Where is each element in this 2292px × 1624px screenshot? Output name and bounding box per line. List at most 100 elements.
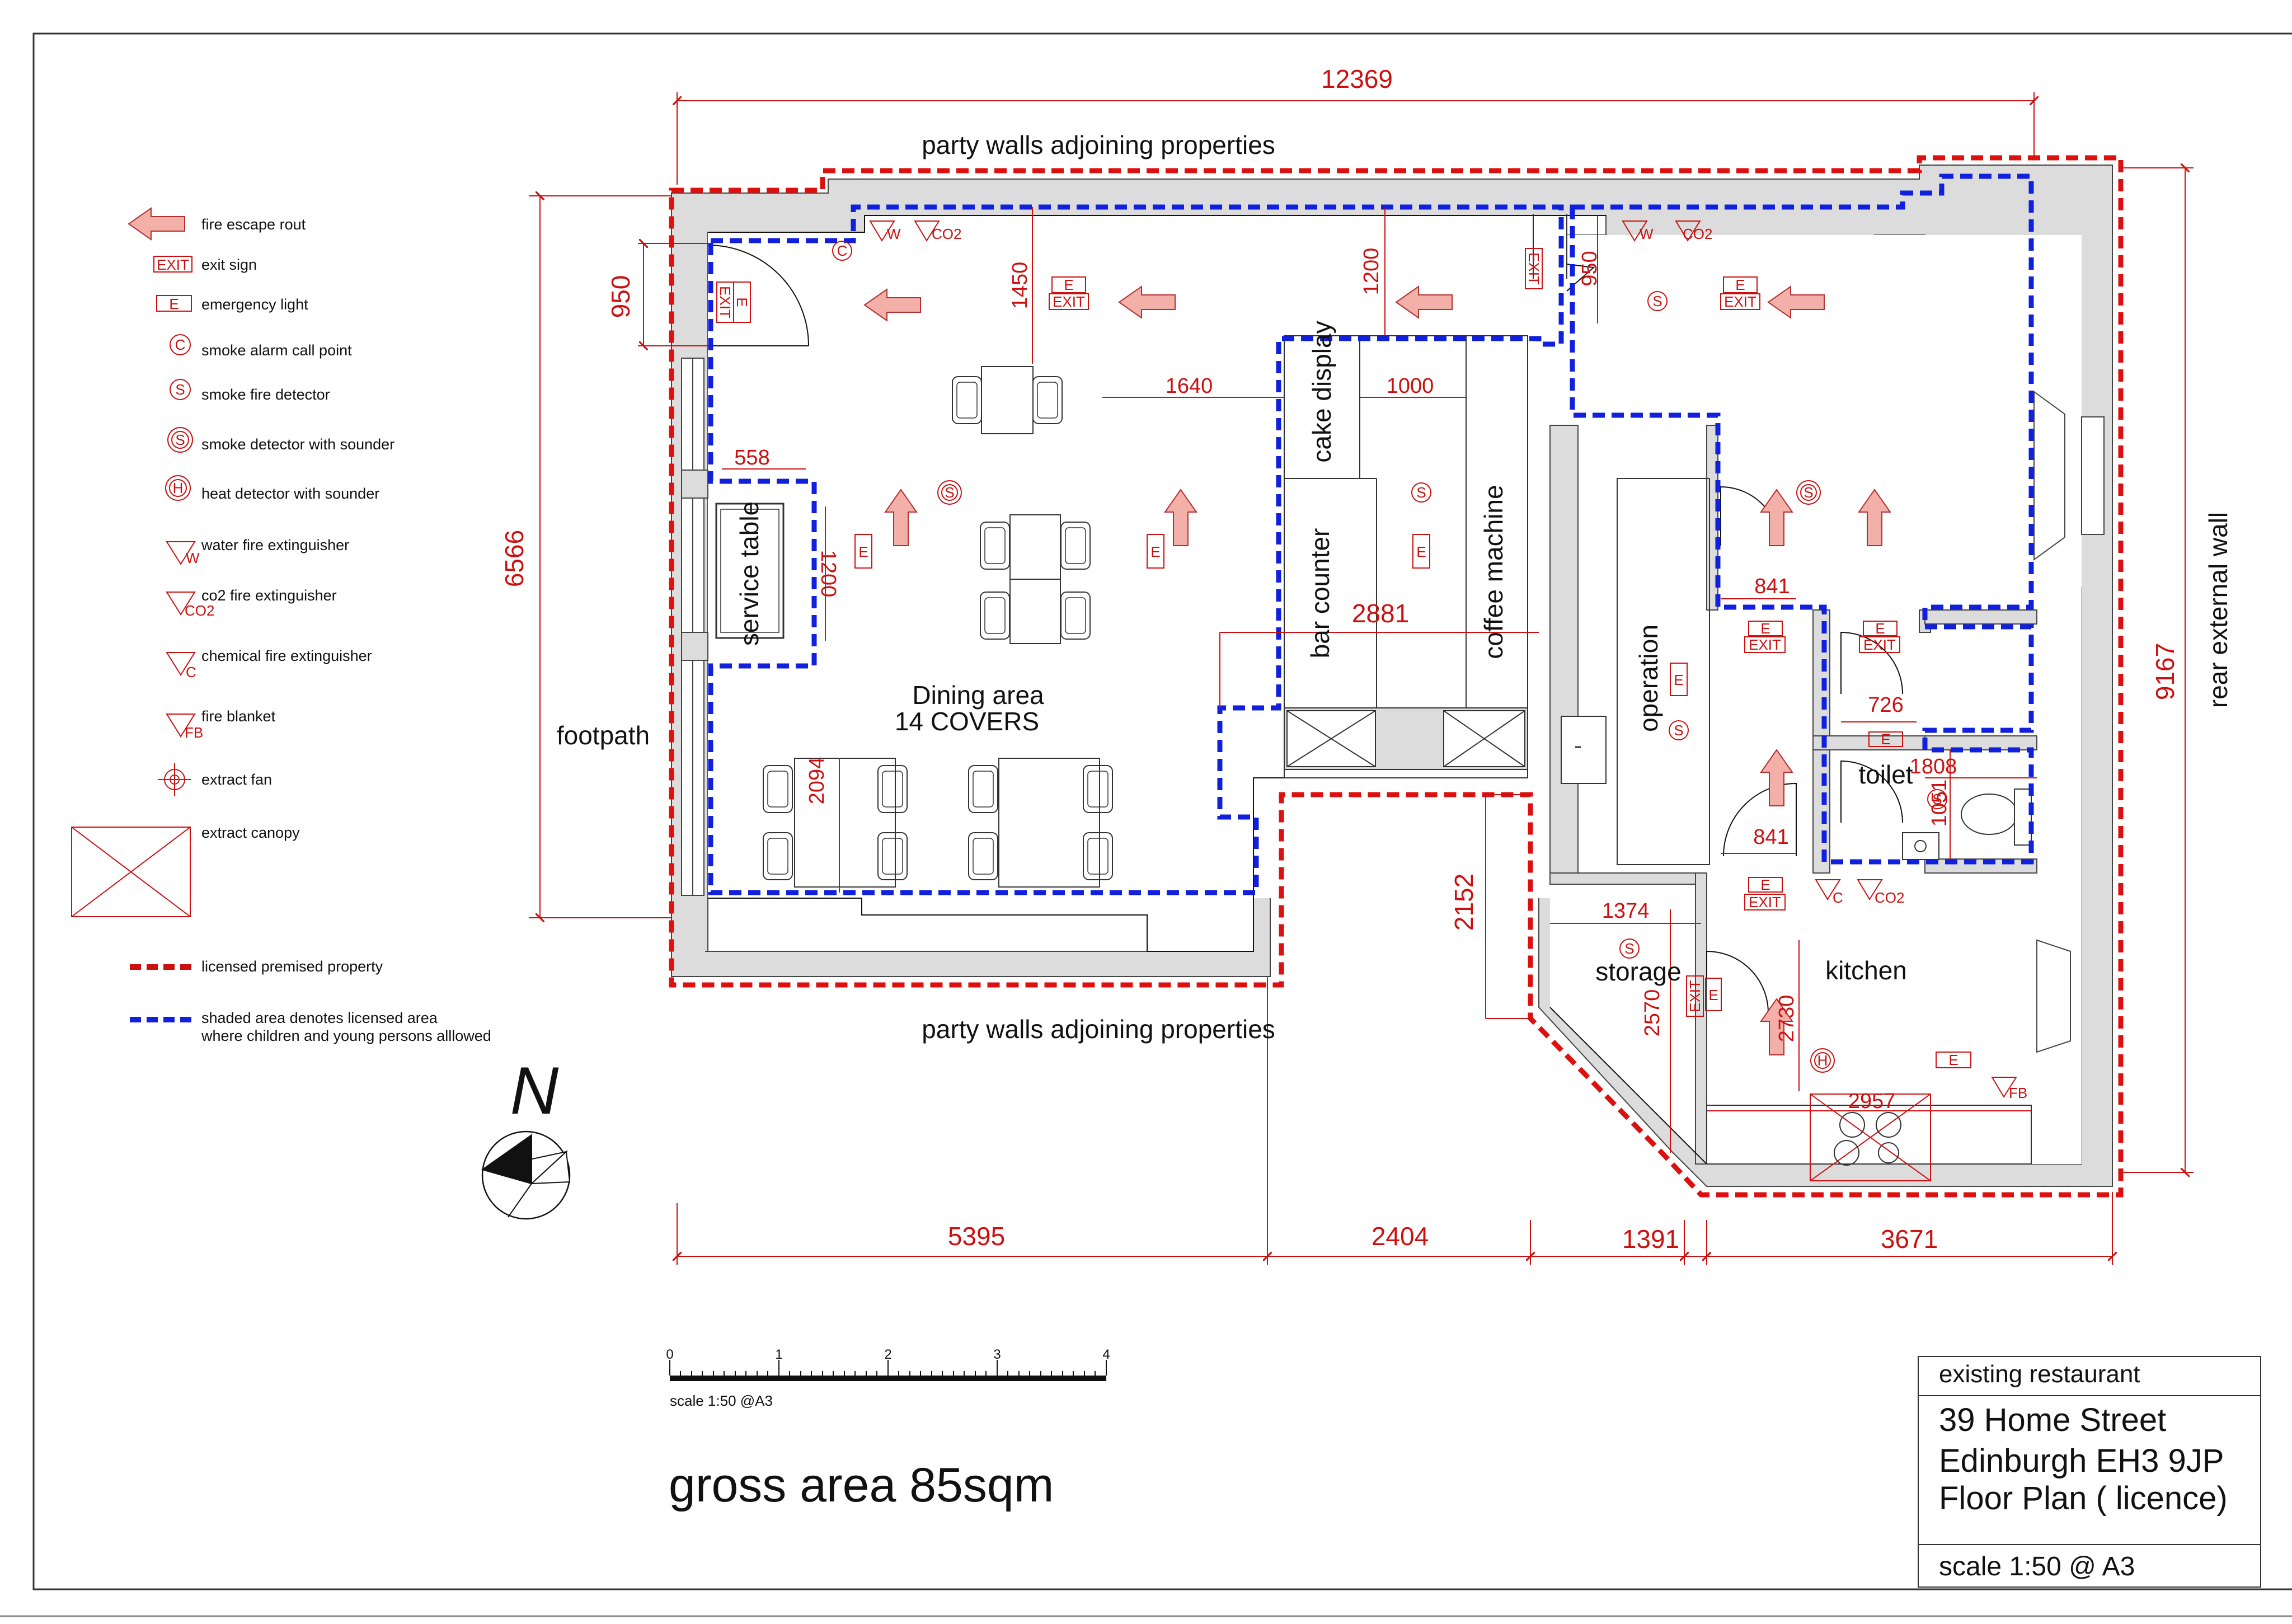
legend-label: co2 fire extinguisher	[201, 587, 337, 604]
legend-label: water fire extinguisher	[201, 537, 349, 553]
dimension-labels: 12369 6566 950 9167 5395 2404 1391 3671 …	[500, 64, 2180, 1254]
svg-text:E: E	[1064, 276, 1073, 293]
building-walls	[671, 165, 2113, 1187]
exit-sign-icon: EXIT	[716, 281, 734, 323]
svg-text:S: S	[1803, 484, 1813, 501]
emergency-light-icon: E	[1748, 620, 1783, 637]
children-area-boundary	[1570, 173, 2034, 865]
scale-tick: 4	[1102, 1347, 1110, 1362]
exit-sign-icon: EXIT	[1744, 636, 1786, 653]
svg-text:1391: 1391	[1622, 1224, 1679, 1254]
svg-text:C: C	[1833, 889, 1843, 906]
svg-text:C: C	[186, 664, 196, 680]
emergency-light-icon: E	[1412, 534, 1430, 569]
coffee-machine-label: coffee machine	[1479, 485, 1508, 659]
legend-label: smoke alarm call point	[201, 342, 352, 359]
svg-text:E: E	[1416, 543, 1426, 560]
operation-label: operation	[1634, 625, 1663, 732]
legend-label: fire blanket	[201, 708, 276, 725]
svg-text:EXIT: EXIT	[1863, 636, 1896, 653]
title-block: existing restaurant 39 Home Street Edinb…	[1918, 1356, 2261, 1588]
emergency-light-icon: E	[1670, 663, 1688, 696]
fire-escape-arrow-icon	[128, 208, 185, 240]
emergency-light-icon: E	[1868, 731, 1903, 748]
svg-text:E: E	[1948, 1052, 1958, 1068]
emergency-light-icon: E	[156, 295, 192, 312]
legend-label: smoke fire detector	[201, 386, 330, 403]
svg-text:841: 841	[1753, 825, 1788, 849]
svg-text:CO2: CO2	[185, 602, 214, 619]
legend-label: licensed premised property	[201, 958, 383, 975]
cake-display-label: cake display	[1307, 321, 1336, 462]
title-status: existing restaurant	[1939, 1360, 2140, 1388]
heat-detector-sounder-icon: H	[165, 475, 191, 501]
legend: fire escape rout EXIT exit sign E emerge…	[71, 208, 491, 1044]
co2-extinguisher-icon: CO2	[166, 592, 214, 619]
emergency-light-icon: E	[1863, 620, 1898, 637]
fire-blanket-icon: FB	[166, 714, 203, 741]
svg-text:5395: 5395	[948, 1222, 1005, 1251]
emergency-light-icon: E	[1723, 276, 1758, 293]
svg-text:E: E	[1674, 672, 1683, 688]
water-extinguisher-icon: W	[166, 541, 200, 566]
chemical-extinguisher-icon: C	[1815, 879, 1843, 906]
svg-text:2881: 2881	[1352, 599, 1409, 628]
north-label: N	[510, 1053, 559, 1128]
svg-text:950: 950	[606, 275, 635, 318]
svg-text:1450: 1450	[1008, 262, 1032, 309]
chemical-extinguisher-icon: C	[166, 652, 196, 680]
exit-sign-icon: EXIT	[1744, 894, 1786, 910]
svg-text:S: S	[1652, 293, 1662, 309]
smoke-fire-detector-icon: S	[170, 379, 191, 400]
water-extinguisher-icon: W	[1622, 220, 1654, 242]
svg-text:E: E	[1760, 620, 1770, 637]
legend-label: extract canopy	[201, 824, 300, 841]
svg-text:E: E	[1881, 731, 1890, 748]
svg-text:E: E	[1760, 876, 1770, 893]
svg-text:1374: 1374	[1602, 899, 1650, 923]
svg-text:C: C	[175, 336, 186, 353]
legend-label: heat detector with sounder	[201, 485, 379, 502]
svg-text:S: S	[175, 381, 185, 398]
scale-tick: 3	[993, 1347, 1001, 1362]
scale-tick: 2	[884, 1347, 891, 1362]
emergency-light-icon: E	[1936, 1052, 1971, 1068]
smoke-fire-detector-icon: S	[1647, 291, 1668, 311]
north-arrow: N	[481, 1053, 571, 1220]
svg-text:C: C	[837, 242, 848, 259]
legend-label: emergency light	[201, 296, 308, 313]
svg-text:S: S	[1932, 791, 1942, 808]
title-drawing-name: Floor Plan ( licence)	[1939, 1480, 2228, 1517]
svg-text:E: E	[1150, 543, 1160, 560]
exit-sign-icon: EXIT	[1686, 975, 1704, 1017]
svg-text:3671: 3671	[1881, 1224, 1938, 1254]
dining-area-label: Dining area	[912, 680, 1044, 710]
emergency-light-icon: E	[1748, 876, 1783, 893]
svg-text:1200: 1200	[816, 550, 840, 598]
service-table-label: service table	[735, 501, 764, 646]
footpath-label: footpath	[557, 721, 650, 750]
scale-tick: 0	[666, 1347, 673, 1362]
emergency-light-icon: E	[1705, 978, 1722, 1011]
emergency-light-icon: E	[1051, 276, 1086, 293]
svg-text:EXIT: EXIT	[1749, 636, 1781, 653]
exit-sign-icon: EXIT	[1049, 293, 1089, 310]
legend-label: fire escape rout	[201, 216, 306, 233]
svg-text:E: E	[1875, 620, 1885, 637]
heat-detector-sounder-icon: H	[1810, 1048, 1835, 1073]
emergency-light-icon: E	[1147, 534, 1164, 569]
svg-text:CO2: CO2	[1683, 226, 1712, 242]
scale-caption: scale 1:50 @A3	[670, 1392, 773, 1409]
svg-text:726: 726	[1868, 693, 1903, 717]
svg-text:FB: FB	[185, 724, 203, 741]
legend-label: chemical fire extinguisher	[201, 647, 372, 664]
kitchen-label: kitchen	[1825, 956, 1907, 985]
emergency-light-icon: E	[733, 281, 751, 323]
licensed-premises-boundary	[669, 155, 2124, 1198]
title-address-line2: Edinburgh EH3 9JP	[1939, 1443, 2224, 1479]
co2-extinguisher-icon: CO2	[914, 220, 961, 242]
party-walls-bottom-label: party walls adjoining properties	[922, 1015, 1275, 1044]
legend-label: shaded area denotes licensed area	[201, 1010, 438, 1026]
